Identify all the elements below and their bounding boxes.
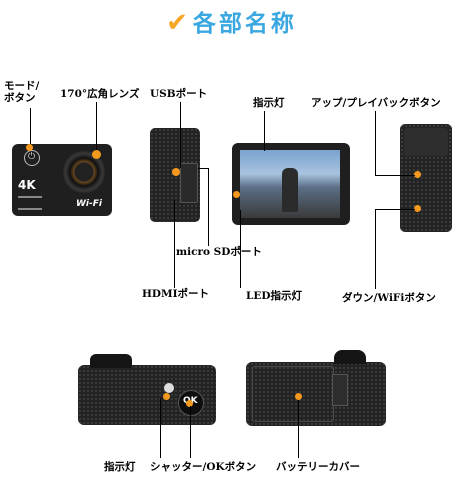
label-indicator-bottom: 指示灯: [104, 461, 136, 473]
label-usb-port: USBポート: [150, 88, 208, 100]
leader-indicator-top: [264, 111, 265, 151]
camera-bottom: [246, 362, 386, 426]
leader-up-h: [375, 175, 415, 176]
ok-marker: [186, 400, 193, 407]
mode-marker: [26, 144, 33, 151]
leader-sd: [208, 168, 209, 246]
leader-ok: [190, 406, 191, 458]
top-lens-bump: [90, 354, 132, 368]
screen-person: [282, 168, 298, 212]
label-lens: 170°広角レンズ: [60, 88, 140, 100]
power-icon: ⏻: [28, 152, 36, 162]
label-battery-cover: バッテリーカバー: [276, 461, 360, 473]
label-hdmi: HDMIポート: [142, 288, 210, 300]
label-mode-button: モード/ ボタン: [4, 80, 40, 104]
lens-marker: [92, 150, 101, 159]
camera-top: [78, 365, 216, 425]
leader-indicator-bottom: [160, 398, 161, 458]
up-button-marker: [414, 171, 421, 178]
right-top-panel: [404, 128, 448, 156]
check-icon: ✔: [166, 8, 191, 38]
title-subtext: [120, 35, 360, 41]
battery-cover-panel: [252, 366, 334, 422]
top-indicator-marker: [163, 393, 170, 400]
top-button-bump: [334, 350, 366, 364]
front-stripes: [18, 196, 42, 210]
label-led-indicator: LED指示灯: [246, 290, 302, 302]
down-button-marker: [414, 205, 421, 212]
battery-marker: [295, 393, 302, 400]
label-shutter-ok: シャッター/OKボタン: [150, 461, 257, 473]
mode-button-circle[interactable]: [24, 150, 40, 166]
leader-sd-h: [198, 168, 208, 169]
title-text: 各部名称: [192, 11, 297, 37]
side-port-panel: [180, 163, 198, 203]
front-4k-label: 4K: [18, 178, 36, 192]
leader-down-v: [375, 209, 376, 289]
leader-mode: [30, 108, 31, 146]
leader-hdmi: [174, 200, 175, 288]
label-indicator-top: 指示灯: [253, 97, 285, 109]
front-wifi-label: Wi-Fi: [76, 199, 102, 209]
leader-usb: [180, 102, 181, 168]
label-micro-sd: micro SDポート: [176, 246, 262, 258]
leader-up-v: [375, 111, 376, 175]
leader-battery: [298, 400, 299, 458]
leader-led: [240, 210, 241, 288]
battery-cover-latch[interactable]: [332, 374, 348, 406]
label-down-wifi: ダウン/WiFiボタン: [342, 292, 436, 304]
leader-down-h: [375, 209, 415, 210]
label-up-playback: アップ/プレイバックボタン: [311, 97, 441, 109]
leader-lens: [96, 102, 97, 150]
usb-marker: [172, 168, 180, 176]
back-led-marker: [233, 191, 240, 198]
top-indicator-light: [164, 383, 174, 393]
page-title: ✔各部名称: [0, 4, 463, 38]
